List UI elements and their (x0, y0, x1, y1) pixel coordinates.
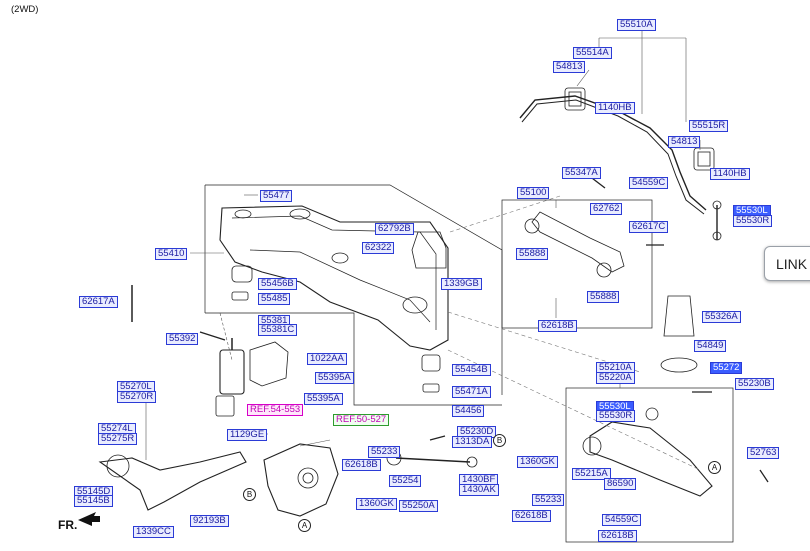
part-62792B[interactable]: 62792B (375, 223, 414, 235)
ref-50-527-link[interactable]: REF.50-527 (333, 414, 390, 426)
part-1140HB[interactable]: 1140HB (595, 102, 635, 114)
part-55471A[interactable]: 55471A (452, 386, 491, 398)
ref-54-553-link[interactable]: REF.54-553 (247, 404, 304, 416)
part-1360GK[interactable]: 1360GK (517, 456, 558, 468)
part-62322[interactable]: 62322 (362, 242, 395, 254)
part-92193B[interactable]: 92193B (190, 515, 229, 527)
variant-label: (2WD) (11, 4, 39, 15)
part-55254[interactable]: 55254 (389, 475, 422, 487)
part-55347A[interactable]: 55347A (562, 167, 601, 179)
part-54456[interactable]: 54456 (452, 405, 485, 417)
callout-b: B (243, 488, 256, 501)
callout-a: A (708, 461, 721, 474)
part-54849[interactable]: 54849 (694, 340, 727, 352)
part-55250A[interactable]: 55250A (399, 500, 438, 512)
part-55410[interactable]: 55410 (155, 248, 188, 260)
part-62618B[interactable]: 62618B (342, 459, 381, 471)
part-55145B[interactable]: 55145B (74, 495, 113, 507)
part-55514A[interactable]: 55514A (573, 47, 612, 59)
part-55230B[interactable]: 55230B (735, 378, 774, 390)
part-55326A[interactable]: 55326A (702, 311, 741, 323)
part-55477[interactable]: 55477 (260, 190, 293, 202)
part-55272[interactable]: 55272 (710, 362, 743, 374)
part-55456B[interactable]: 55456B (258, 278, 297, 290)
part-52763[interactable]: 52763 (747, 447, 780, 459)
part-55888[interactable]: 55888 (587, 291, 620, 303)
part-55270R[interactable]: 55270R (117, 391, 157, 403)
part-55485[interactable]: 55485 (258, 293, 291, 305)
part-54559C[interactable]: 54559C (602, 514, 642, 526)
part-55888[interactable]: 55888 (516, 248, 549, 260)
part-55275R[interactable]: 55275R (98, 433, 138, 445)
part-1129GE[interactable]: 1129GE (227, 429, 268, 441)
part-62617A[interactable]: 62617A (79, 296, 118, 308)
part-54813[interactable]: 54813 (553, 61, 586, 73)
part-1430AK[interactable]: 1430AK (459, 484, 499, 496)
part-55510A[interactable]: 55510A (617, 19, 656, 31)
part-55381C[interactable]: 55381C (258, 324, 298, 336)
part-86590[interactable]: 86590 (604, 478, 637, 490)
link-button[interactable]: LINK (764, 246, 810, 281)
part-1140HB[interactable]: 1140HB (710, 168, 750, 180)
part-1313DA[interactable]: 1313DA (452, 436, 493, 448)
part-55454B[interactable]: 55454B (452, 364, 491, 376)
front-direction-label: FR. (58, 518, 78, 532)
part-62618B[interactable]: 62618B (512, 510, 551, 522)
part-54559C[interactable]: 54559C (629, 177, 669, 189)
part-1339GB[interactable]: 1339GB (441, 278, 482, 290)
part-55392[interactable]: 55392 (166, 333, 199, 345)
part-55530R[interactable]: 55530R (733, 215, 773, 227)
part-54813[interactable]: 54813 (668, 136, 701, 148)
part-55395A[interactable]: 55395A (315, 372, 354, 384)
part-55395A[interactable]: 55395A (304, 393, 343, 405)
part-1022AA[interactable]: 1022AA (307, 353, 347, 365)
part-55233[interactable]: 55233 (532, 494, 565, 506)
part-55233[interactable]: 55233 (368, 446, 401, 458)
part-62618B[interactable]: 62618B (598, 530, 637, 542)
part-55515R[interactable]: 55515R (689, 120, 729, 132)
part-62618B[interactable]: 62618B (538, 320, 577, 332)
part-1360GK[interactable]: 1360GK (356, 498, 397, 510)
part-62762[interactable]: 62762 (590, 203, 623, 215)
part-55220A[interactable]: 55220A (596, 372, 635, 384)
part-55215A[interactable]: 55215A (572, 468, 611, 480)
part-55100[interactable]: 55100 (517, 187, 550, 199)
part-1339CC[interactable]: 1339CC (133, 526, 174, 538)
callout-a: A (298, 519, 311, 532)
callout-b: B (493, 434, 506, 447)
part-62617C[interactable]: 62617C (629, 221, 669, 233)
part-55530R[interactable]: 55530R (596, 410, 636, 422)
